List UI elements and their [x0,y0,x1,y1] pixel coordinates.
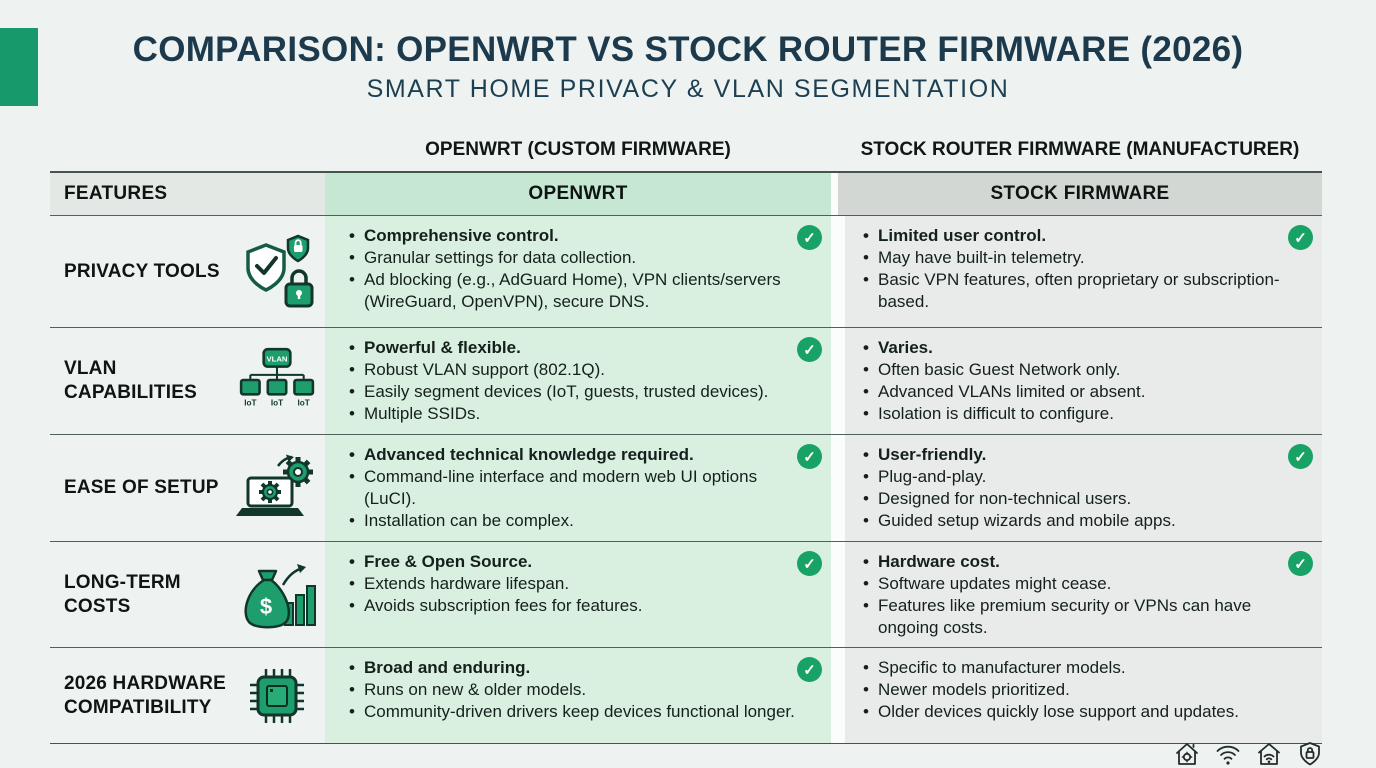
table-row: PRIVACY TOOLS [50,215,1322,327]
bullet-item: Multiple SSIDs. [347,403,797,425]
openwrt-cell: Broad and enduring. Runs on new & older … [325,648,831,743]
home-wifi-icon [1255,740,1283,768]
bullet-item: Varies. [861,337,1284,359]
column-gap [831,328,838,434]
check-icon [797,337,822,362]
bullet-item: Installation can be complex. [347,510,797,532]
feature-cell-privacy-tools: PRIVACY TOOLS [50,216,325,327]
bullet-item: Older devices quickly lose support and u… [861,701,1284,723]
footer-icon-strip [1173,740,1324,768]
bullet-item: Robust VLAN support (802.1Q). [347,359,797,381]
laptop-gears-icon [231,451,323,525]
bullet-item: Easily segment devices (IoT, guests, tru… [347,381,797,403]
bullet-item: Broad and enduring. [347,657,797,679]
feature-label: PRIVACY TOOLS [64,260,220,282]
column-gap [831,435,838,541]
feature-label: LONG-TERM COSTS [64,571,181,617]
column-gap [831,648,838,743]
table-row: VLAN CAPABILITIES VLAN IoT IoT IoT [50,327,1322,434]
openwrt-column-banner: OPENWRT (CUSTOM FIRMWARE) [425,139,731,160]
stock-cell: Varies. Often basic Guest Network only. … [838,328,1322,434]
shield-lock-icon [1296,740,1324,768]
privacy-shield-icon [231,232,323,312]
bullet-item: Hardware cost. [861,551,1284,573]
bullet-item: Community-driven drivers keep devices fu… [347,701,797,723]
bullet-item: Plug-and-play. [861,466,1284,488]
svg-text:$: $ [260,594,272,619]
check-icon [1288,551,1313,576]
table-row: LONG-TERM COSTS $ [50,541,1322,647]
openwrt-cell: Comprehensive control. Granular settings… [325,216,831,327]
bullet-item: User-friendly. [861,444,1284,466]
svg-text:IoT: IoT [271,399,283,408]
bullet-item: Newer models prioritized. [861,679,1284,701]
features-header: FEATURES [50,173,325,215]
feature-cell-long-term-costs: LONG-TERM COSTS $ [50,542,325,647]
feature-label: 2026 HARDWARE COMPATIBILITY [64,672,227,718]
bullet-item: Guided setup wizards and mobile apps. [861,510,1284,532]
bullet-item: Comprehensive control. [347,225,797,247]
bullet-item: Granular settings for data collection. [347,247,797,269]
check-icon [1288,225,1313,250]
bullet-item: Features like premium security or VPNs c… [861,595,1284,639]
openwrt-header: OPENWRT [325,173,831,215]
svg-text:IoT: IoT [298,399,310,408]
openwrt-cell: Powerful & flexible. Robust VLAN support… [325,328,831,434]
bullet-item: Limited user control. [861,225,1284,247]
column-gap [831,542,838,647]
column-gap [831,173,838,215]
check-icon [797,551,822,576]
comparison-table: FEATURES OPENWRT STOCK FIRMWARE PRIVACY … [50,171,1322,744]
bullet-item: Avoids subscription fees for features. [347,595,797,617]
feature-label: EASE OF SETUP [64,477,219,499]
bullet-item: Designed for non-technical users. [861,488,1284,510]
bullet-item: Isolation is difficult to configure. [861,403,1284,425]
bullet-item: Basic VPN features, often proprietary or… [861,269,1284,313]
bullet-item: Often basic Guest Network only. [861,359,1284,381]
stock-cell: Limited user control. May have built-in … [838,216,1322,327]
check-icon [797,657,822,682]
svg-text:VLAN: VLAN [267,355,288,364]
bullet-item: Command-line interface and modern web UI… [347,466,797,510]
page-title: COMPARISON: OPENWRT VS STOCK ROUTER FIRM… [132,30,1244,69]
check-icon [1288,444,1313,469]
openwrt-cell: Free & Open Source. Extends hardware lif… [325,542,831,647]
stock-cell: User-friendly. Plug-and-play. Designed f… [838,435,1322,541]
feature-cell-2026-hardware-compatibility: 2026 HARDWARE COMPATIBILITY [50,648,325,743]
stock-cell: Specific to manufacturer models. Newer m… [838,648,1322,743]
bullet-item: Ad blocking (e.g., AdGuard Home), VPN cl… [347,269,797,313]
feature-cell-ease-of-setup: EASE OF SETUP [50,435,325,541]
bullet-item: Software updates might cease. [861,573,1284,595]
bullet-item: Runs on new & older models. [347,679,797,701]
header: COMPARISON: OPENWRT VS STOCK ROUTER FIRM… [40,30,1336,104]
bullet-item: Powerful & flexible. [347,337,797,359]
bullet-item: May have built-in telemetry. [861,247,1284,269]
openwrt-cell: Advanced technical knowledge required. C… [325,435,831,541]
svg-text:IoT: IoT [244,399,256,408]
stock-cell: Hardware cost. Software updates might ce… [838,542,1322,647]
check-icon [797,225,822,250]
table-row: 2026 HARDWARE COMPATIBILITY [50,647,1322,743]
bullet-item: Extends hardware lifespan. [347,573,797,595]
stock-column-banner: STOCK ROUTER FIRMWARE (MANUFACTURER) [860,139,1300,160]
wifi-icon [1214,740,1242,768]
money-bag-chart-icon: $ [231,559,323,631]
smart-home-icon [1173,740,1201,768]
feature-cell-vlan-capabilities: VLAN CAPABILITIES VLAN IoT IoT IoT [50,328,325,434]
table-row: EASE OF SETUP [50,434,1322,541]
bullet-item: Advanced VLANs limited or absent. [861,381,1284,403]
bullet-item: Specific to manufacturer models. [861,657,1284,679]
column-gap [831,216,838,327]
feature-label: VLAN CAPABILITIES [64,358,197,403]
stock-header: STOCK FIRMWARE [838,173,1322,215]
check-icon [797,444,822,469]
vlan-network-icon: VLAN IoT IoT IoT [231,346,323,416]
accent-bar [0,28,38,106]
page-subtitle: SMART HOME PRIVACY & VLAN SEGMENTATION [366,75,1010,103]
bullet-item: Free & Open Source. [347,551,797,573]
table-header-row: FEATURES OPENWRT STOCK FIRMWARE [50,173,1322,215]
bullet-item: Advanced technical knowledge required. [347,444,797,466]
cpu-chip-icon [231,663,323,729]
